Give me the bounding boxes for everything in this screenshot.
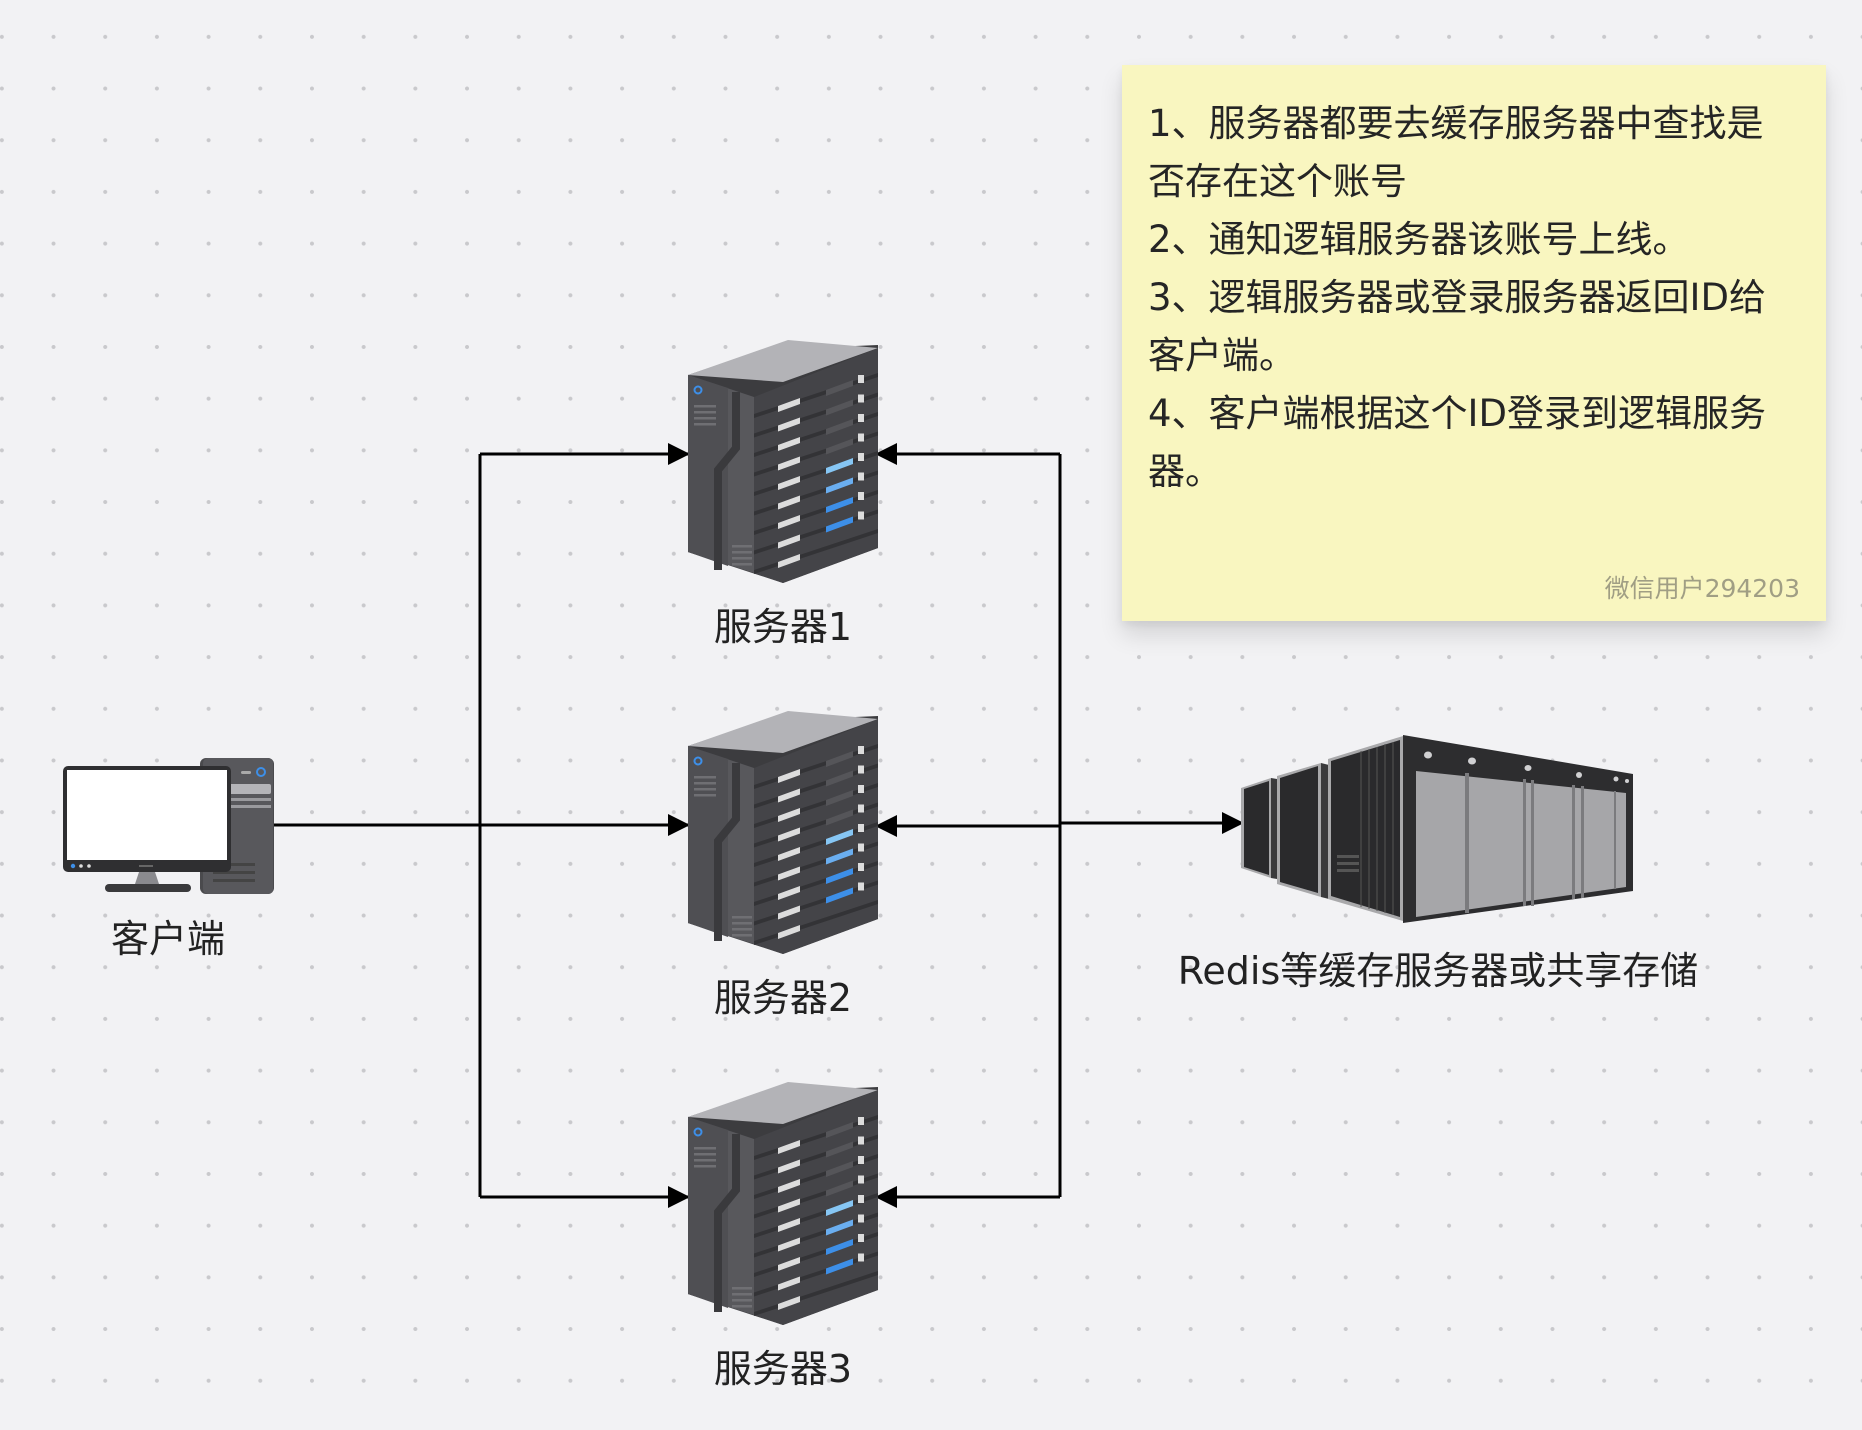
server-rack-icon bbox=[688, 711, 878, 954]
datacenter-storage-icon bbox=[1241, 735, 1633, 923]
server-3-label: 服务器3 bbox=[713, 1347, 853, 1391]
sticky-note[interactable]: 1、服务器都要去缓存服务器中查找是 否存在这个账号 2、通知逻辑服务器该账号上线… bbox=[1122, 65, 1826, 621]
server-node-1[interactable] bbox=[688, 330, 878, 583]
cache-storage-node[interactable] bbox=[1241, 721, 1634, 925]
note-line: 器。 bbox=[1148, 450, 1222, 493]
server-2-label: 服务器2 bbox=[713, 976, 853, 1020]
note-author: 微信用户294203 bbox=[1604, 574, 1800, 603]
server-node-3[interactable] bbox=[688, 1072, 878, 1325]
note-line: 3、逻辑服务器或登录服务器返回ID给 bbox=[1148, 276, 1766, 319]
note-line: 1、服务器都要去缓存服务器中查找是 bbox=[1148, 102, 1764, 145]
server-rack-icon bbox=[688, 340, 878, 583]
note-line: 4、客户端根据这个ID登录到逻辑服务 bbox=[1148, 392, 1766, 435]
note-line: 2、通知逻辑服务器该账号上线。 bbox=[1148, 218, 1690, 261]
client-label: 客户端 bbox=[110, 917, 226, 961]
server-node-2[interactable] bbox=[688, 701, 878, 954]
server-1-label: 服务器1 bbox=[713, 605, 853, 649]
note-line: 否存在这个账号 bbox=[1148, 160, 1407, 203]
server-rack-icon bbox=[688, 1082, 878, 1325]
note-line: 客户端。 bbox=[1148, 334, 1296, 377]
desktop-computer-icon bbox=[63, 758, 274, 894]
cache-label: Redis等缓存服务器或共享存储 bbox=[1177, 949, 1699, 993]
client-node[interactable] bbox=[63, 758, 275, 894]
